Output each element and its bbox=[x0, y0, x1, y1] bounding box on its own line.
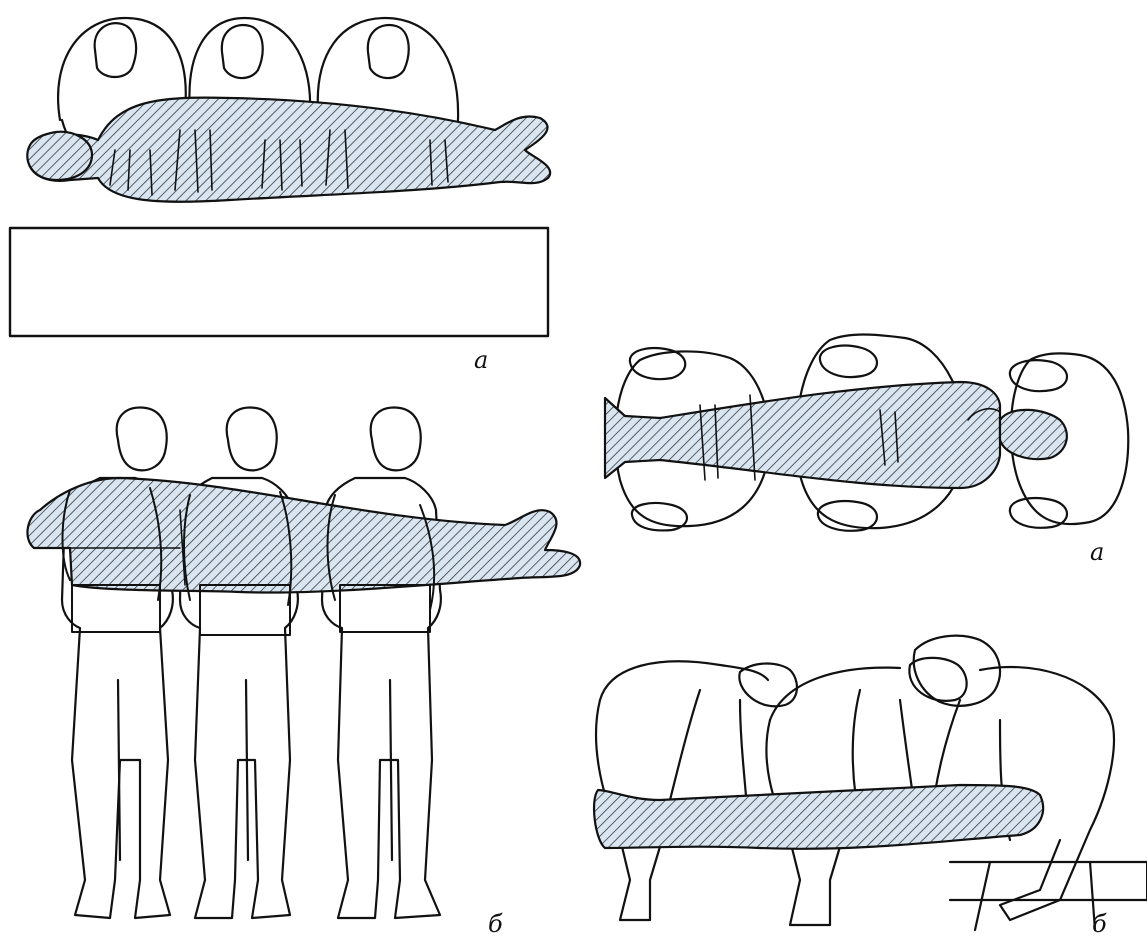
standing-bearer-3 bbox=[322, 407, 441, 918]
patient-body bbox=[28, 98, 550, 202]
panel-label-b-left: б bbox=[488, 912, 503, 936]
patient-head bbox=[27, 132, 92, 180]
bending-bearer-3 bbox=[914, 636, 1114, 920]
panel-top-left bbox=[10, 18, 550, 336]
panel-label-b-right: б bbox=[1092, 912, 1107, 936]
patient-body bbox=[605, 382, 1000, 488]
panel-bottom-right bbox=[594, 636, 1147, 930]
panel-top-right bbox=[605, 335, 1128, 531]
panel-label-a-left: а bbox=[474, 348, 488, 372]
patient-body bbox=[27, 478, 580, 593]
stretcher bbox=[10, 228, 548, 336]
patient-body bbox=[594, 785, 1043, 849]
patient-head bbox=[1000, 410, 1067, 459]
panel-label-a-right: а bbox=[1090, 540, 1104, 564]
stretcher bbox=[950, 862, 1147, 930]
bending-bearer-1 bbox=[596, 661, 797, 920]
panel-bottom-left bbox=[27, 407, 580, 918]
